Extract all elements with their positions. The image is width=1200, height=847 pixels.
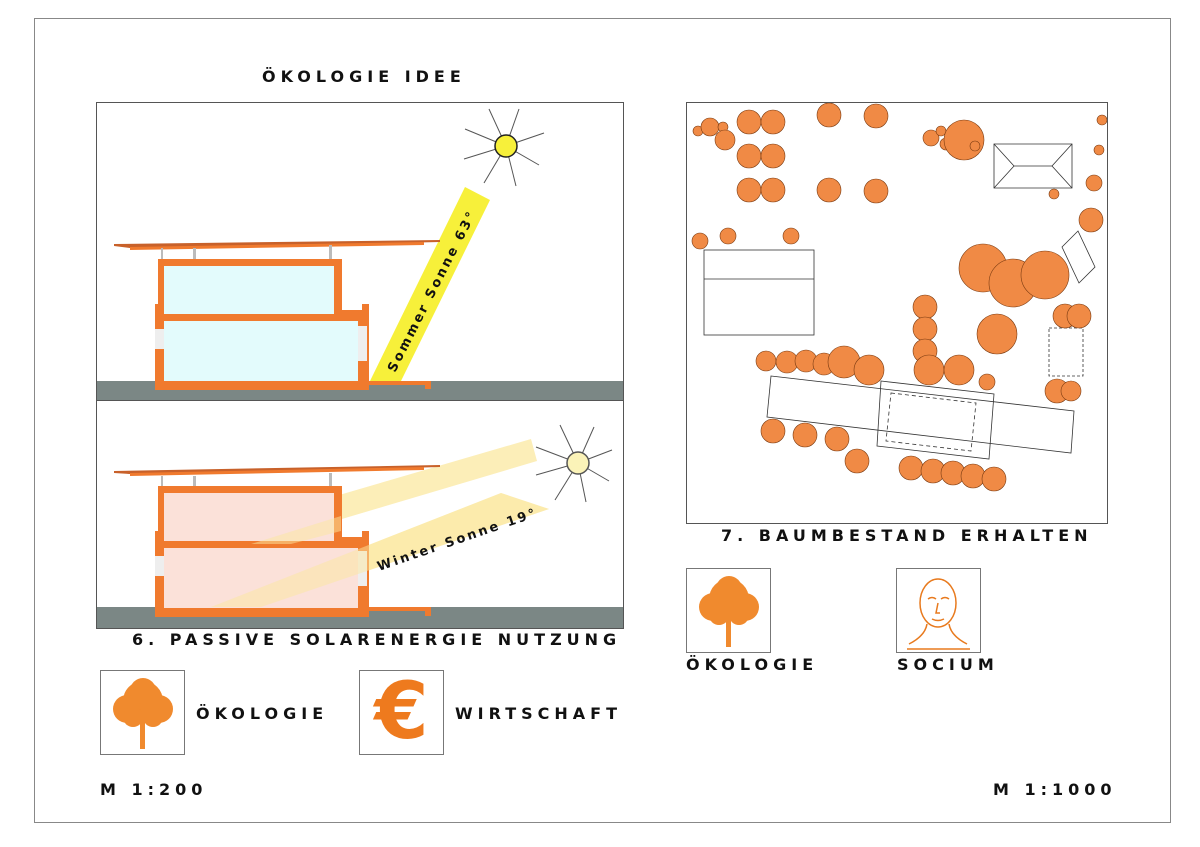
tree-canopy	[943, 119, 985, 161]
tree-canopy	[853, 354, 885, 386]
tree-canopy	[700, 117, 720, 137]
tree-canopy	[922, 129, 940, 147]
tree-canopy	[755, 350, 777, 372]
tree-canopy	[760, 109, 786, 135]
sun-summer-icon	[463, 108, 545, 187]
euro-icon: €	[374, 667, 429, 757]
oekologie-icon-box	[100, 670, 185, 755]
tree-icon	[699, 576, 759, 647]
oekologie-icon-box-right	[686, 568, 771, 653]
tree-canopy	[1060, 380, 1082, 402]
tree-canopy	[976, 313, 1018, 355]
tree-canopy	[913, 354, 945, 386]
summer-label: Sommer Sonne 63°	[385, 208, 480, 375]
socium-icon-box	[896, 568, 981, 653]
tree-canopy	[775, 350, 799, 374]
tree-canopy	[1048, 188, 1060, 200]
tree-canopy	[1066, 303, 1092, 329]
right-caption: 7. BAUMBESTAND ERHALTEN	[721, 526, 1093, 545]
oekologie-label-right: ÖKOLOGIE	[686, 655, 819, 674]
tree-canopy	[1093, 144, 1105, 156]
tree-canopy	[981, 466, 1007, 492]
tree-canopy	[943, 354, 975, 386]
building-section-winter	[114, 465, 549, 617]
tree-canopy	[969, 140, 981, 152]
tree-canopy	[792, 422, 818, 448]
tree-canopy	[736, 109, 762, 135]
buildings	[703, 143, 1096, 460]
tree-canopy	[719, 227, 737, 245]
tree-canopy	[760, 177, 786, 203]
tree-canopy	[760, 418, 786, 444]
tree-canopy	[960, 463, 986, 489]
scale-right: M 1:1000	[993, 780, 1117, 799]
tree-canopy	[863, 178, 889, 204]
tree-canopy	[898, 455, 924, 481]
tree-canopy	[816, 103, 842, 128]
site-plan	[686, 102, 1108, 524]
left-caption: 6. PASSIVE SOLARENERGIE NUTZUNG	[132, 630, 622, 649]
tree-canopy	[736, 143, 762, 169]
tree-canopy	[816, 177, 842, 203]
sun-winter-icon	[535, 424, 613, 503]
wirtschaft-label: WIRTSCHAFT	[455, 704, 622, 723]
tree-canopy	[844, 448, 870, 474]
tree-canopy	[863, 103, 889, 129]
tree-canopy	[1085, 174, 1103, 192]
building-section-summer	[114, 240, 440, 390]
frame	[34, 18, 1171, 823]
tree-canopy	[824, 426, 850, 452]
tree-canopy	[691, 232, 709, 250]
trees	[691, 103, 1107, 492]
scale-left: M 1:200	[100, 780, 208, 799]
tree-canopy	[1096, 114, 1107, 126]
tree-icon	[113, 678, 173, 749]
tree-canopy	[1020, 250, 1070, 300]
tree-canopy	[760, 143, 786, 169]
tree-canopy	[978, 373, 996, 391]
oekologie-label-left: ÖKOLOGIE	[196, 704, 329, 723]
tree-canopy	[782, 227, 800, 245]
summer-section: Sommer Sonne 63°	[96, 102, 624, 402]
tree-canopy	[736, 177, 762, 203]
winter-section: Winter Sonne 19°	[96, 400, 624, 629]
page-title: ÖKOLOGIE IDEE	[262, 67, 466, 86]
tree-canopy	[714, 129, 736, 151]
tree-canopy	[912, 316, 938, 342]
tree-canopy	[1078, 207, 1104, 233]
socium-label: SOCIUM	[897, 655, 999, 674]
wirtschaft-icon-box: €	[359, 670, 444, 755]
face-icon	[907, 578, 970, 650]
summer-beam	[370, 187, 490, 381]
tree-canopy	[912, 294, 938, 320]
